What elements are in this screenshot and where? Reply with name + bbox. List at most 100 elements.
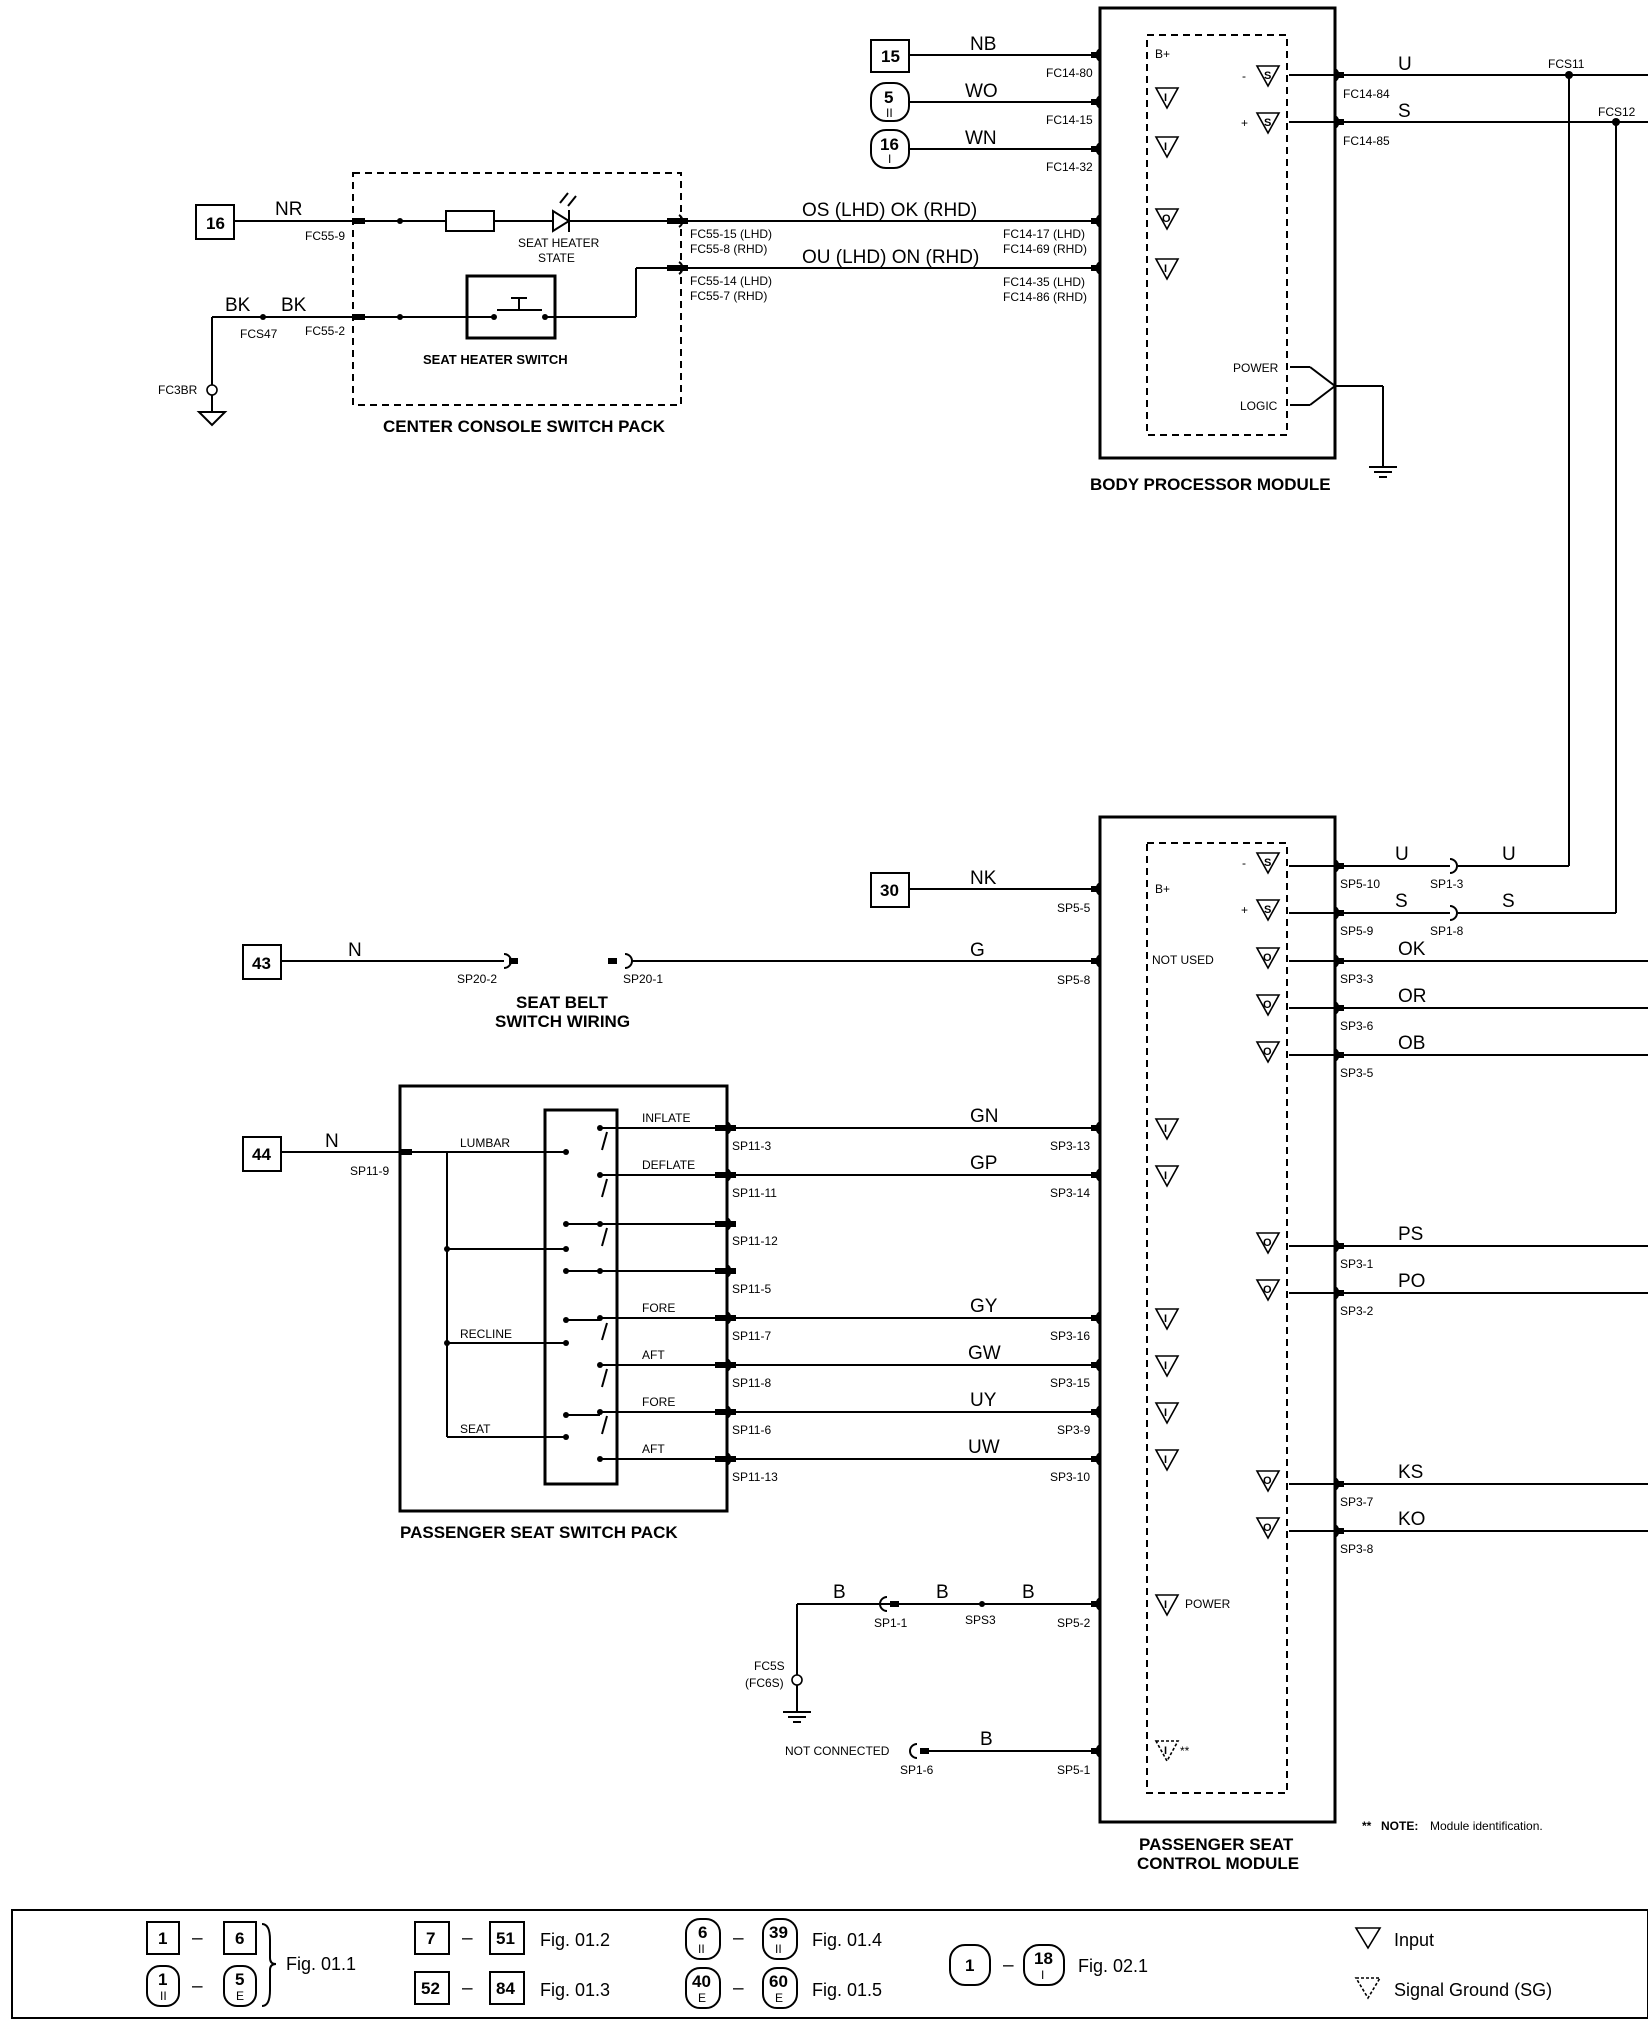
pin bbox=[1334, 68, 1345, 82]
fore-label: FORE bbox=[642, 1301, 675, 1315]
tri-letter: S bbox=[1264, 904, 1271, 916]
pin-sp5-5: SP5-5 bbox=[1057, 901, 1091, 915]
passenger-seat-control-module: PASSENGER SEAT CONTROL MODULE B+ NOT USE… bbox=[1098, 815, 1337, 1873]
legend-fig: Fig. 01.4 bbox=[812, 1930, 882, 1950]
pin-sp1-6: SP1-6 bbox=[900, 1763, 934, 1777]
wire-ks: KS bbox=[1398, 1462, 1423, 1483]
ref-15: 15 bbox=[881, 47, 900, 66]
pscm-output-wires: U SP5-10 SP1-3 U S SP5-9 SP1-8 S OK SP3-… bbox=[1289, 844, 1648, 1556]
legend-dash: – bbox=[462, 1928, 473, 1949]
pin bbox=[726, 1358, 737, 1372]
note-label: NOTE: bbox=[1381, 1819, 1418, 1833]
legend-dash: – bbox=[462, 1978, 473, 1999]
wire-s: S bbox=[1398, 101, 1411, 122]
wire-g: G bbox=[970, 940, 985, 961]
wire-s: S bbox=[1395, 891, 1408, 912]
module-note: ** NOTE: Module identification. bbox=[1362, 1819, 1543, 1833]
bpm-input-wires: 15 NB FC14-80 5 II WO FC14-15 16 I WN FC… bbox=[685, 34, 1101, 304]
pin-fc55-7: FC55-7 (RHD) bbox=[690, 289, 767, 303]
center-console-switch-pack: CENTER CONSOLE SWITCH PACK 16 NR FC55-9 … bbox=[158, 172, 772, 436]
pin-fc14-32: FC14-32 bbox=[1046, 160, 1093, 174]
fore-label: FORE bbox=[642, 1395, 675, 1409]
pin bbox=[1334, 1286, 1345, 1300]
pin-fc14-17: FC14-17 (LHD) bbox=[1003, 227, 1085, 241]
seatbelt-title: SEAT BELT bbox=[516, 993, 609, 1012]
pin-sp11-11: SP11-11 bbox=[732, 1186, 777, 1200]
aft-label: AFT bbox=[642, 1442, 665, 1456]
pscm-not-used-label: NOT USED bbox=[1152, 953, 1214, 967]
pin bbox=[1090, 1597, 1101, 1611]
polarity-minus: - bbox=[1242, 856, 1246, 870]
tri-letter: I bbox=[1164, 1313, 1167, 1325]
pin bbox=[1090, 142, 1101, 156]
wire-uy: UY bbox=[970, 1390, 997, 1411]
wire-ob: OB bbox=[1398, 1033, 1425, 1054]
pin-sp3-7: SP3-7 bbox=[1340, 1495, 1374, 1509]
pin-sp3-1: SP3-1 bbox=[1340, 1257, 1374, 1271]
console-title: CENTER CONSOLE SWITCH PACK bbox=[383, 417, 666, 436]
seat-heater-state-label2: STATE bbox=[538, 251, 575, 265]
pin-sp5-8: SP5-8 bbox=[1057, 973, 1091, 987]
wire-ps: PS bbox=[1398, 1224, 1423, 1245]
splice-fcs12: FCS12 bbox=[1598, 105, 1636, 119]
wire-bk: BK bbox=[281, 295, 307, 316]
ref-43: 43 bbox=[252, 954, 271, 973]
pin-sp1-8: SP1-8 bbox=[1430, 924, 1464, 938]
pin-sp11-9: SP11-9 bbox=[350, 1164, 389, 1178]
ref-16c: 16 bbox=[880, 135, 899, 154]
pscm-title: PASSENGER SEAT bbox=[1139, 1835, 1294, 1854]
legend-ref: 18 bbox=[1034, 1949, 1053, 1968]
tri-letter: S bbox=[1264, 117, 1271, 129]
pin-fc14-35: FC14-35 (LHD) bbox=[1003, 275, 1085, 289]
seat-heater-switch-box bbox=[465, 274, 557, 340]
pin-fc14-86: FC14-86 (RHD) bbox=[1003, 290, 1087, 304]
pin-fc55-9: FC55-9 bbox=[305, 229, 345, 243]
legend-input: Input bbox=[1394, 1930, 1434, 1950]
pin-sp5-1: SP5-1 bbox=[1057, 1763, 1091, 1777]
legend-ref-sub: I bbox=[1041, 1968, 1044, 1982]
pscm-stars: ** bbox=[1180, 1744, 1190, 1758]
pin-sp3-9: SP3-9 bbox=[1057, 1423, 1091, 1437]
ref-16: 16 bbox=[206, 214, 225, 233]
pin-sp3-8: SP3-8 bbox=[1340, 1542, 1374, 1556]
tri-letter: O bbox=[1263, 999, 1272, 1011]
tri-letter: S bbox=[1264, 857, 1271, 869]
wire-wn: WN bbox=[965, 128, 997, 149]
legend-dash: – bbox=[1003, 1955, 1014, 1976]
tri-letter: I bbox=[1164, 1170, 1167, 1182]
wire-nk: NK bbox=[970, 868, 997, 889]
pin bbox=[1090, 95, 1101, 109]
tri-letter: O bbox=[1263, 1522, 1272, 1534]
seatbelt-title2: SWITCH WIRING bbox=[495, 1012, 630, 1031]
legend-ref: 6 bbox=[698, 1923, 707, 1942]
pin-fc14-69: FC14-69 (RHD) bbox=[1003, 242, 1087, 256]
wire-u: U bbox=[1502, 844, 1516, 865]
lumbar-label: LUMBAR bbox=[460, 1136, 510, 1150]
ground-fc3br: FC3BR bbox=[158, 383, 198, 397]
signal-ground-triangle-icon bbox=[1354, 1977, 1382, 2000]
pin-fc55-2: FC55-2 bbox=[305, 324, 345, 338]
wire-po: PO bbox=[1398, 1271, 1425, 1292]
pin-fc14-85: FC14-85 bbox=[1343, 134, 1390, 148]
pin bbox=[678, 214, 689, 228]
ref-44: 44 bbox=[252, 1145, 271, 1164]
pin bbox=[726, 1405, 737, 1419]
pin-sp20-2: SP20-2 bbox=[457, 972, 497, 986]
ref-5: 5 bbox=[884, 88, 893, 107]
pin bbox=[1334, 1001, 1345, 1015]
legend-ref: 84 bbox=[496, 1979, 515, 1998]
polarity-minus: - bbox=[1242, 69, 1246, 83]
pin bbox=[1090, 882, 1101, 896]
chassis-ground-icon bbox=[196, 411, 228, 427]
wire-uw: UW bbox=[968, 1437, 1000, 1458]
pin bbox=[1090, 48, 1101, 62]
legend-fig: Fig. 01.1 bbox=[286, 1954, 356, 1974]
seat-heater-state-label: SEAT HEATER bbox=[518, 236, 600, 250]
body-processor-module: BODY PROCESSOR MODULE B+ POWER LOGIC I I… bbox=[1090, 6, 1398, 494]
bpm-power-label: POWER bbox=[1233, 361, 1279, 375]
note-stars: ** bbox=[1362, 1819, 1372, 1833]
ref-box-44 bbox=[242, 1136, 282, 1172]
pin bbox=[1090, 1358, 1101, 1372]
pin bbox=[678, 261, 689, 275]
